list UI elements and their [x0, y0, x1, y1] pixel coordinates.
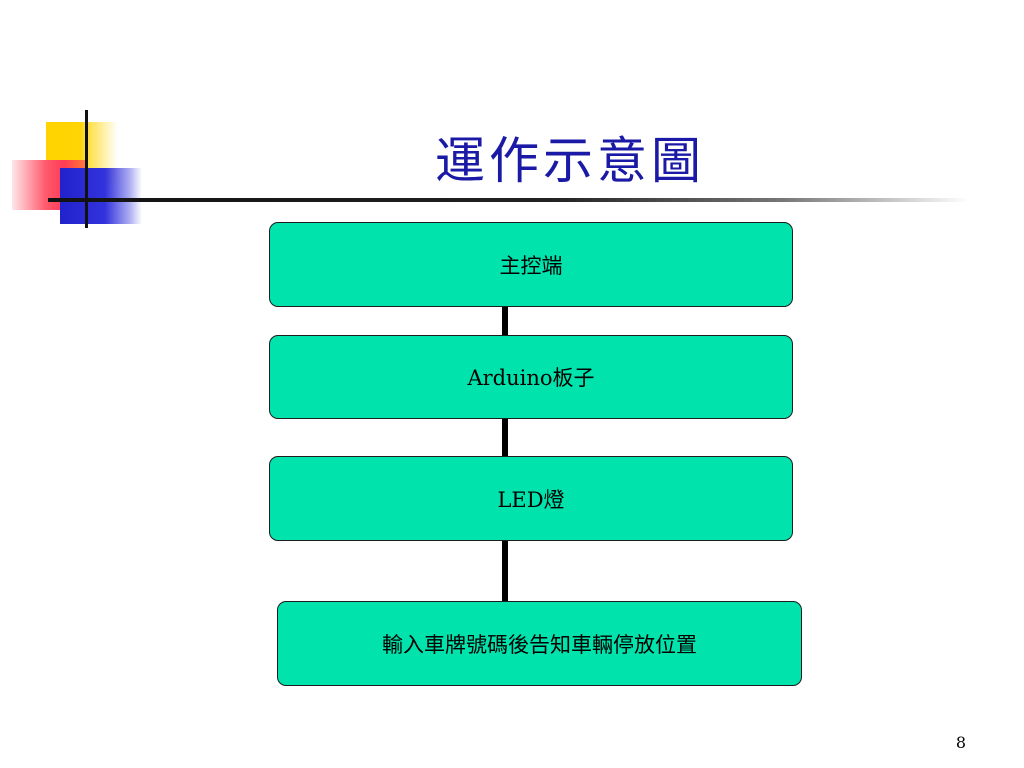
flow-node-controller: 主控端 — [269, 222, 793, 307]
page-title: 運作示意圖 — [435, 132, 705, 190]
flow-connector-1 — [502, 306, 508, 336]
flow-node-label: Arduino板子 — [467, 366, 595, 390]
flow-node-arduino: Arduino板子 — [269, 335, 793, 419]
flow-connector-3 — [502, 540, 508, 602]
flow-node-label: LED燈 — [497, 487, 565, 512]
flow-node-label: 主控端 — [499, 253, 563, 278]
slide-number: 8 — [955, 733, 966, 752]
flow-node-led: LED燈 — [269, 456, 793, 541]
flow-node-label: 輸入車牌號碼後告知車輛停放位置 — [382, 632, 697, 657]
vertical-accent-line — [85, 110, 88, 228]
blue-accent-square — [60, 168, 142, 224]
title-underline — [48, 198, 968, 202]
flow-connector-2 — [502, 418, 508, 456]
flow-node-output: 輸入車牌號碼後告知車輛停放位置 — [277, 601, 802, 686]
